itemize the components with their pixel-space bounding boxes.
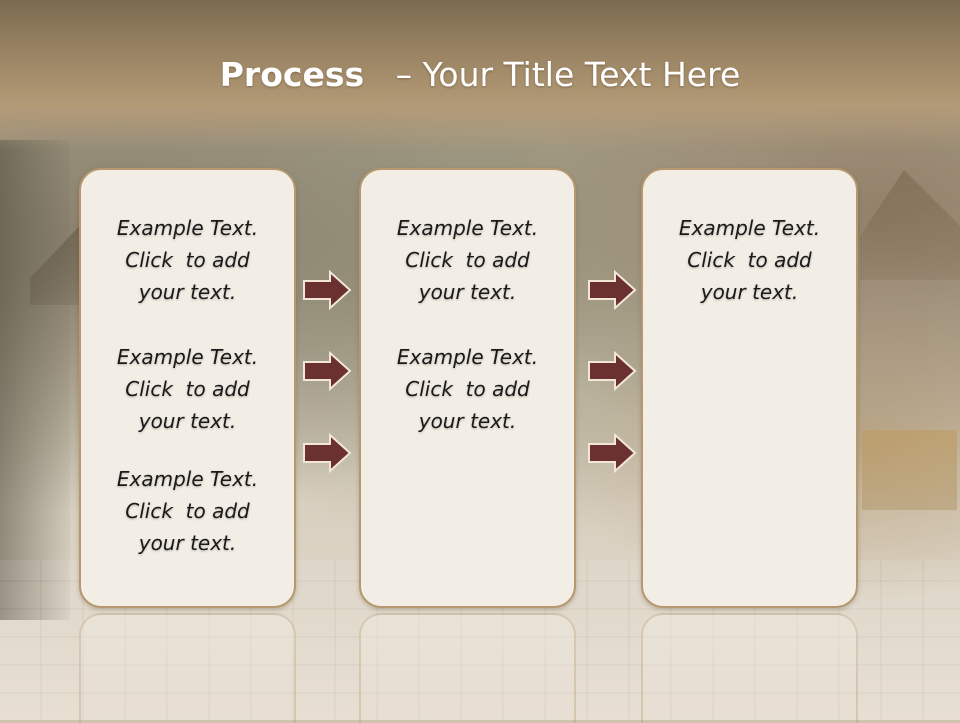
title-band: [0, 0, 960, 150]
text-placeholder[interactable]: Example Text. Click to add your text.: [116, 345, 259, 433]
process-column-2[interactable]: Example Text. Click to add your text. Ex…: [359, 168, 576, 608]
right-arrow-icon: [302, 270, 352, 310]
title-text: – Your Title Text Here: [395, 55, 741, 94]
slide-title[interactable]: Process – Your Title Text Here: [0, 52, 960, 98]
text-placeholder[interactable]: Example Text. Click to add your text.: [396, 345, 539, 433]
right-arrow-icon: [302, 351, 352, 391]
text-placeholder[interactable]: Example Text. Click to add your text.: [396, 216, 539, 304]
right-arrow-icon: [587, 351, 637, 391]
right-arrow-icon: [587, 433, 637, 473]
right-arrow-icon: [302, 433, 352, 473]
title-bold: Process: [219, 55, 365, 94]
panel-reflection: [359, 613, 576, 723]
panel-reflection: [79, 613, 296, 723]
right-arrow-icon: [587, 270, 637, 310]
background-shrine: [862, 430, 957, 510]
panel-reflection: [641, 613, 858, 723]
background-stone-wall: [0, 140, 70, 620]
process-column-1[interactable]: Example Text. Click to add your text. Ex…: [79, 168, 296, 608]
text-placeholder[interactable]: Example Text. Click to add your text.: [116, 216, 259, 304]
text-placeholder[interactable]: Example Text. Click to add your text.: [678, 216, 821, 304]
text-placeholder[interactable]: Example Text. Click to add your text.: [116, 467, 259, 555]
process-column-3[interactable]: Example Text. Click to add your text.: [641, 168, 858, 608]
